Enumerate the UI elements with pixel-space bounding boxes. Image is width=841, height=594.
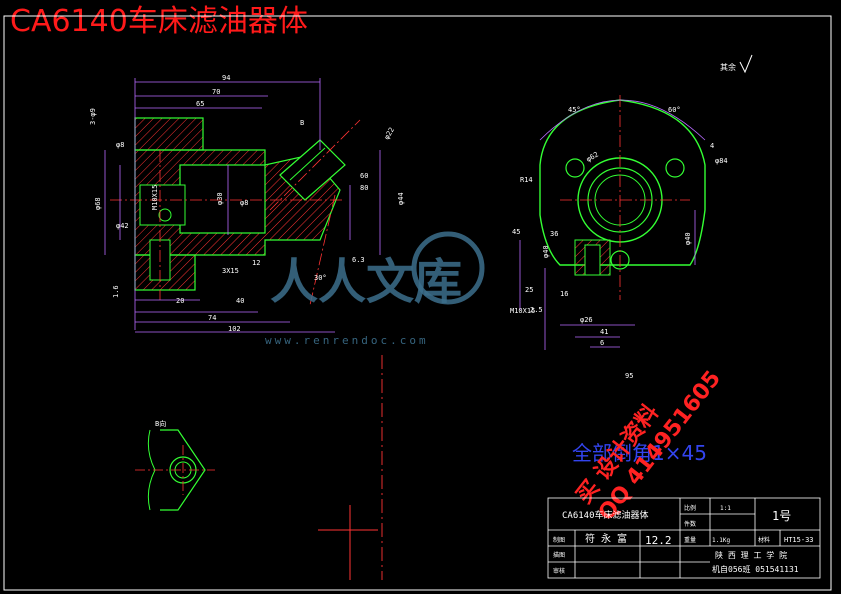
front-section-view (110, 117, 361, 306)
title-block (547, 497, 821, 579)
dim-r14: R14 (520, 176, 533, 184)
dim-phi22: φ22 (383, 126, 396, 141)
tb-designer-label: 制图 (553, 536, 565, 544)
dim-phi68: φ68 (94, 197, 102, 210)
dim-m10x15-right: M10X15 (510, 307, 535, 315)
dim-phi8-middle: φ8 (240, 199, 248, 207)
cross-marker (318, 505, 378, 580)
dim-12: 12 (252, 259, 260, 267)
dim-phi8-left: φ8 (116, 141, 124, 149)
watermark-brand: 人人文库 www.renrendoc.com (265, 231, 485, 347)
dim-b-mark: B (300, 119, 304, 127)
dim-16: 16 (560, 290, 568, 298)
dim-phi40-right: φ40 (684, 232, 692, 245)
dim-phi30: φ30 (216, 192, 224, 205)
dim-95: 95 (625, 372, 633, 380)
drawing-title: CA6140车床滤油器体 (10, 4, 308, 39)
tb-scale-value: 1:1 (720, 505, 731, 512)
dim-60deg: 60° (668, 106, 681, 114)
side-dimension-lines (519, 99, 706, 350)
front-dimension-lines (104, 78, 381, 333)
dim-phi44: φ44 (397, 192, 405, 205)
dim-3-phi9: 3-φ9 (89, 108, 97, 125)
dim-65: 65 (196, 100, 204, 108)
tb-weight-label: 重量 (684, 536, 696, 544)
dim-94: 94 (222, 74, 230, 82)
dim-25: 25 (525, 286, 533, 294)
dim-41: 41 (600, 328, 608, 336)
tb-date: 12.2 (645, 534, 672, 547)
dim-70: 70 (212, 88, 220, 96)
tb-school: 陕 西 理 工 学 院 (715, 550, 787, 560)
watermark-brand-text: 人人文库 (270, 254, 462, 310)
roughness-symbol (739, 54, 753, 74)
dim-m10x15-left: M10X15 (151, 185, 159, 210)
dim-phi26: φ26 (580, 316, 593, 324)
tb-material-value: HT15-33 (784, 536, 814, 544)
dim-6-3: 6.3 (352, 256, 365, 264)
tb-part-name: CA6140车床滤油器体 (562, 509, 649, 521)
dim-4: 4 (710, 142, 714, 150)
corner-note: 全部倒角1×45 (572, 441, 707, 465)
dim-6: 6 (600, 339, 604, 347)
watermark-red: 买 设计资料 QQ 414951605 (572, 366, 726, 525)
tb-designer-name: 符 永 富 (585, 532, 627, 545)
tb-class: 机自056班 051541131 (712, 564, 799, 574)
dim-45deg: 45° (568, 106, 581, 114)
dim-roughness-1-6: 1.6 (112, 285, 120, 298)
dim-45: 45 (512, 228, 520, 236)
dim-phi62: φ62 (585, 150, 600, 163)
tb-sheet: 1号 (772, 509, 791, 523)
dim-74: 74 (208, 314, 216, 322)
dim-phi42: φ42 (116, 222, 129, 230)
roughness-note: 其余 (720, 62, 736, 72)
title-block-text: CA6140车床滤油器体 比例 1:1 件数 1号 重量 1.1Kg 材料 HT… (553, 504, 814, 575)
dim-60: 60 (360, 172, 368, 180)
tb-drawing-label: 描图 (553, 551, 565, 559)
tb-count-label: 件数 (684, 520, 696, 528)
tb-material-label: 材料 (758, 536, 770, 544)
detail-b-label: B向 (155, 419, 166, 428)
dim-2-5: 2.5 (530, 306, 543, 314)
dim-40: 40 (236, 297, 244, 305)
watermark-url: www.renrendoc.com (265, 334, 429, 347)
dim-phi84: φ84 (715, 157, 728, 165)
tb-scale-label: 比例 (684, 504, 696, 512)
dim-phi40-left: φ40 (542, 245, 550, 258)
side-view (539, 95, 706, 300)
dim-3x15: 3X15 (222, 267, 239, 275)
dim-30deg: 30° (314, 274, 327, 282)
dim-36: 36 (550, 230, 558, 238)
tb-review-label: 审核 (553, 567, 565, 575)
dim-20: 20 (176, 297, 184, 305)
sheet-border (3, 15, 832, 591)
dim-80: 80 (360, 184, 368, 192)
dim-102: 102 (228, 325, 241, 333)
tb-weight-value: 1.1Kg (712, 537, 730, 544)
detail-b-view (135, 429, 215, 511)
